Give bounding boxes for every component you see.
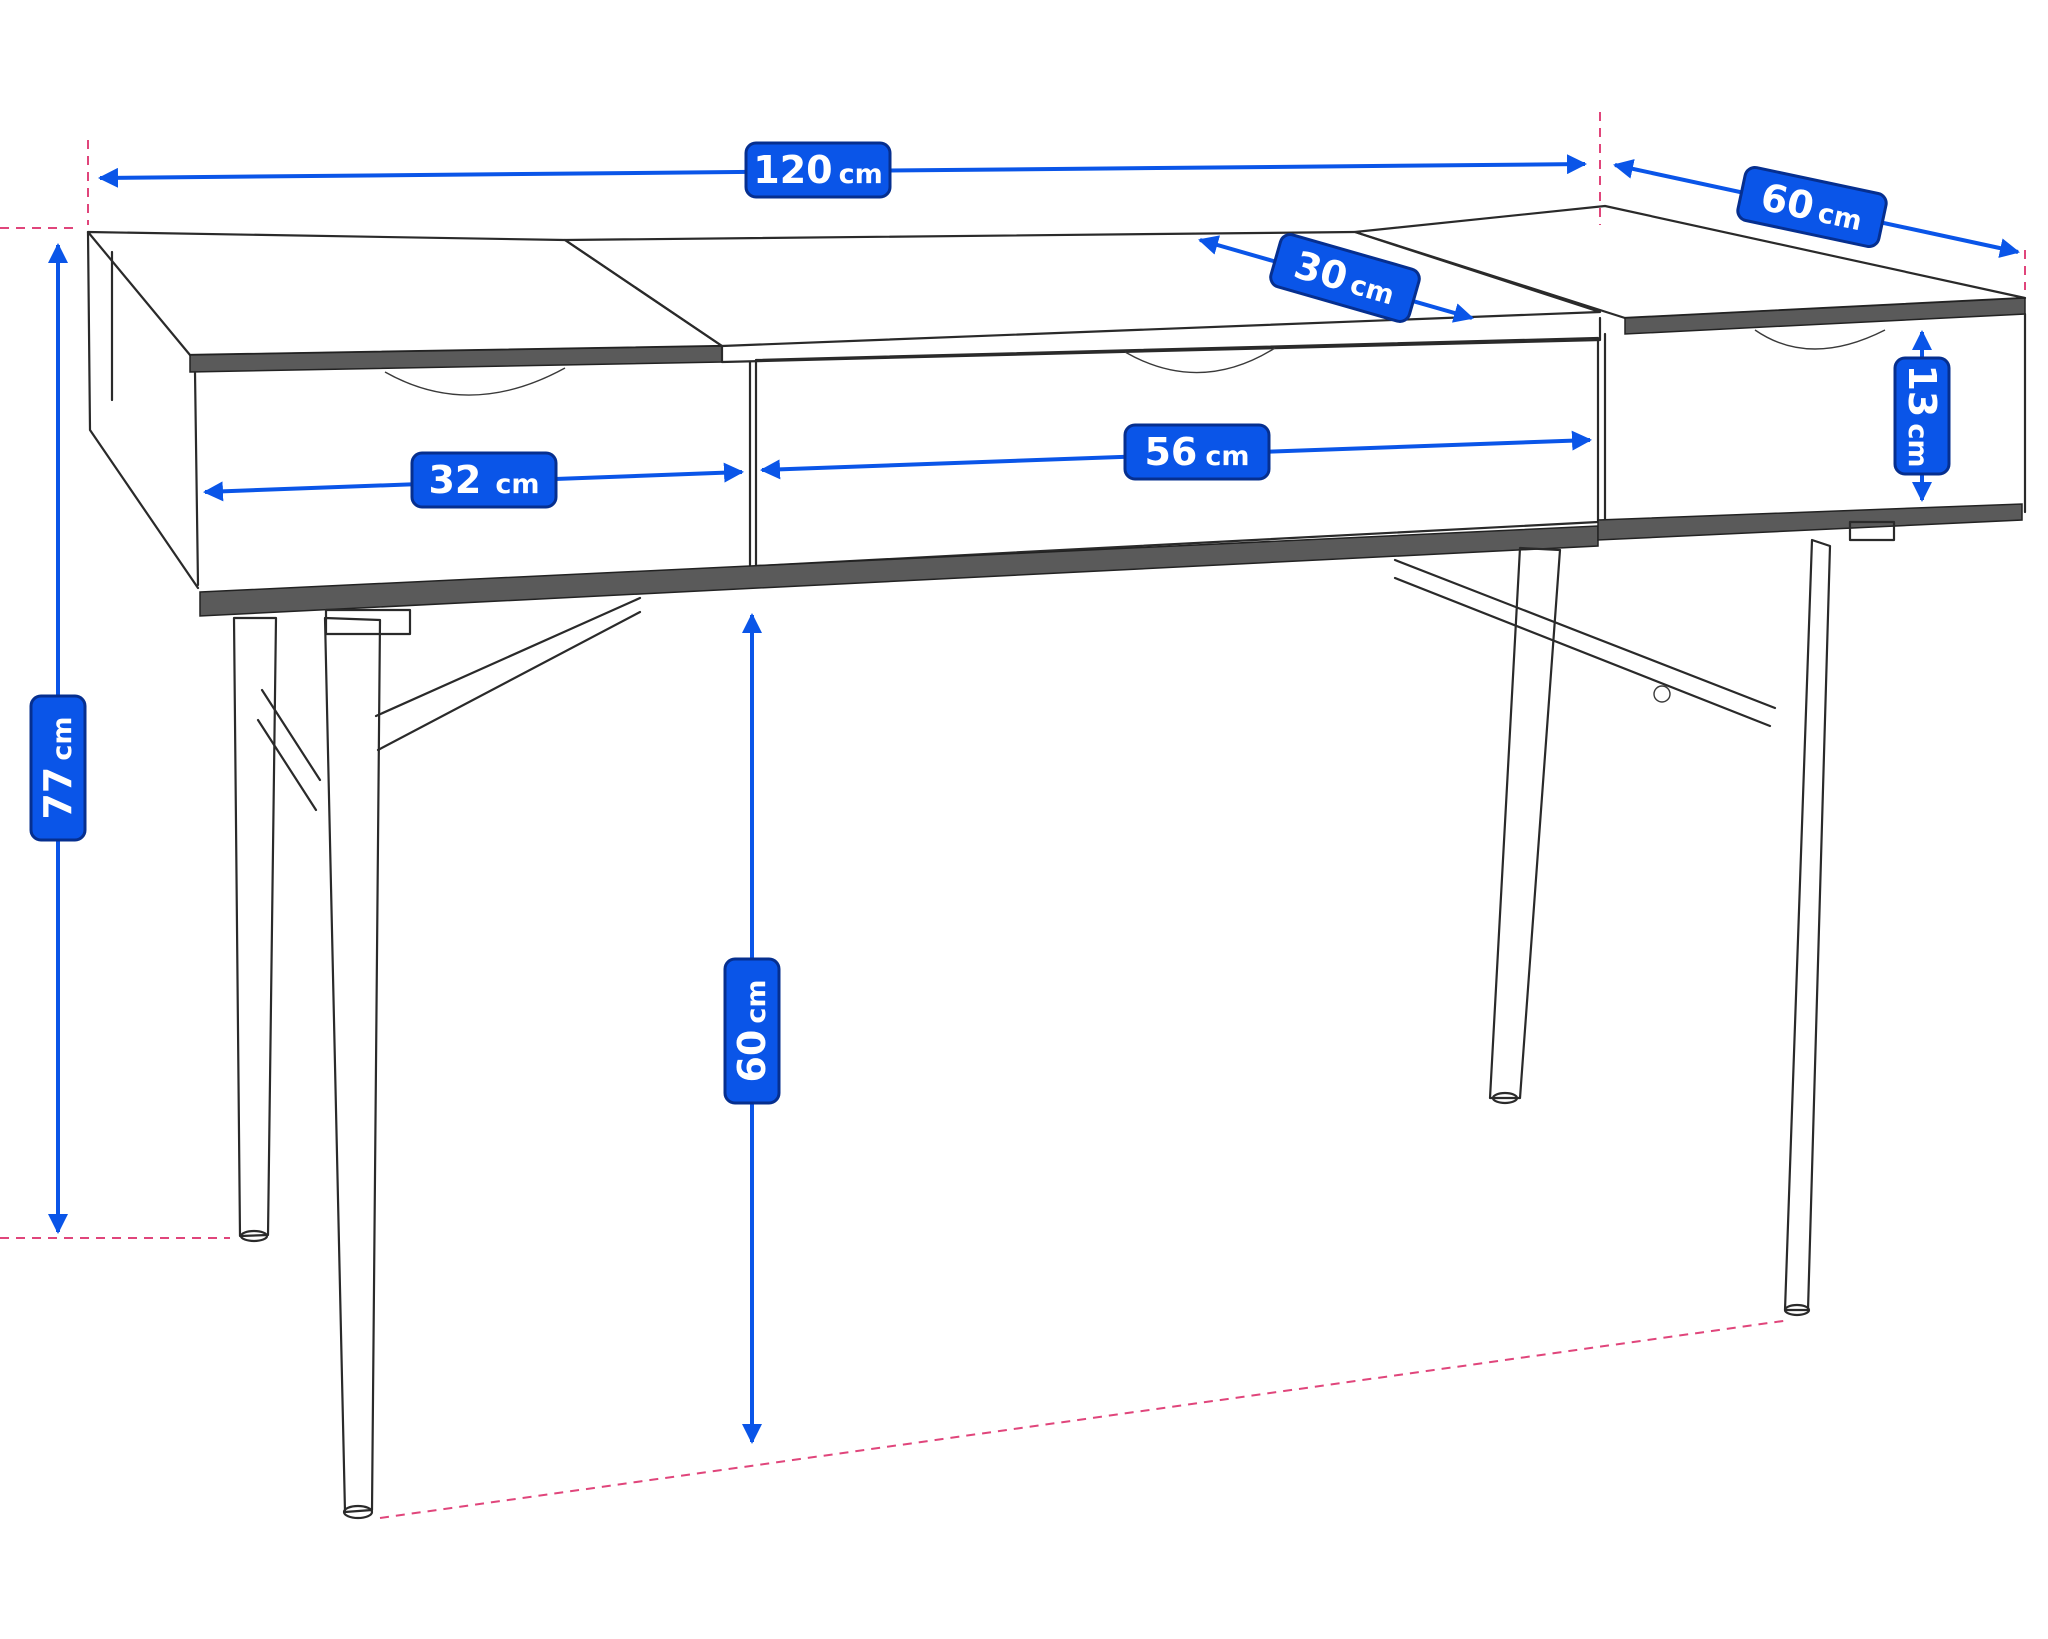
back-left-leg (232, 616, 278, 1238)
left-cabinet (86, 230, 752, 590)
side-drawer-width-value: 32 (428, 458, 481, 502)
center-drawer-width-unit: cm (1205, 441, 1249, 472)
front-left-leg (323, 616, 382, 1514)
label-total-height: 77 cm (29, 694, 87, 842)
knee-clearance-unit: cm (741, 979, 772, 1023)
right-drawer-handle (1754, 329, 1886, 350)
desk-illustration (86, 204, 2027, 1520)
label-center-drawer-width: 56 cm (1123, 423, 1271, 481)
knee-clearance-value: 60 (730, 1030, 774, 1083)
drawer-height-unit: cm (1902, 423, 1933, 467)
svg-text:60cm: 60 cm (730, 979, 774, 1082)
width-total-value: 120 (753, 148, 832, 192)
total-height-unit: cm (47, 716, 78, 760)
svg-text:60cm: 60cm (1757, 175, 1867, 239)
right-cabinet (1603, 312, 2027, 522)
legs (232, 520, 1896, 1520)
desk-top (86, 204, 2027, 373)
label-center-top-depth: 30cm (1269, 233, 1421, 323)
extension-guides (0, 112, 2026, 1519)
back-right-leg (1488, 546, 1562, 1100)
width-total-unit: cm (839, 159, 883, 190)
label-side-drawer-width: 32 cm (410, 451, 558, 509)
depth-value: 60 (1757, 175, 1818, 229)
front-right-leg (1783, 538, 1832, 1312)
center-drawer-width-value: 56 (1144, 430, 1197, 474)
label-knee-clearance: 60 cm (723, 957, 781, 1105)
side-drawer-width-unit: cm (495, 469, 539, 500)
drawer-height-value: 13 (1900, 364, 1944, 417)
left-drawer-handle (384, 367, 566, 396)
svg-text:77cm: 77 cm (36, 716, 80, 819)
label-drawer-height: 13 cm (1893, 356, 1951, 476)
total-height-value: 77 (36, 767, 80, 820)
bottom-rail (199, 503, 2023, 617)
center-drawer-handle (1124, 347, 1276, 374)
label-depth: 60cm (1736, 165, 1888, 249)
svg-text:13cm: 13 cm (1900, 364, 1944, 467)
